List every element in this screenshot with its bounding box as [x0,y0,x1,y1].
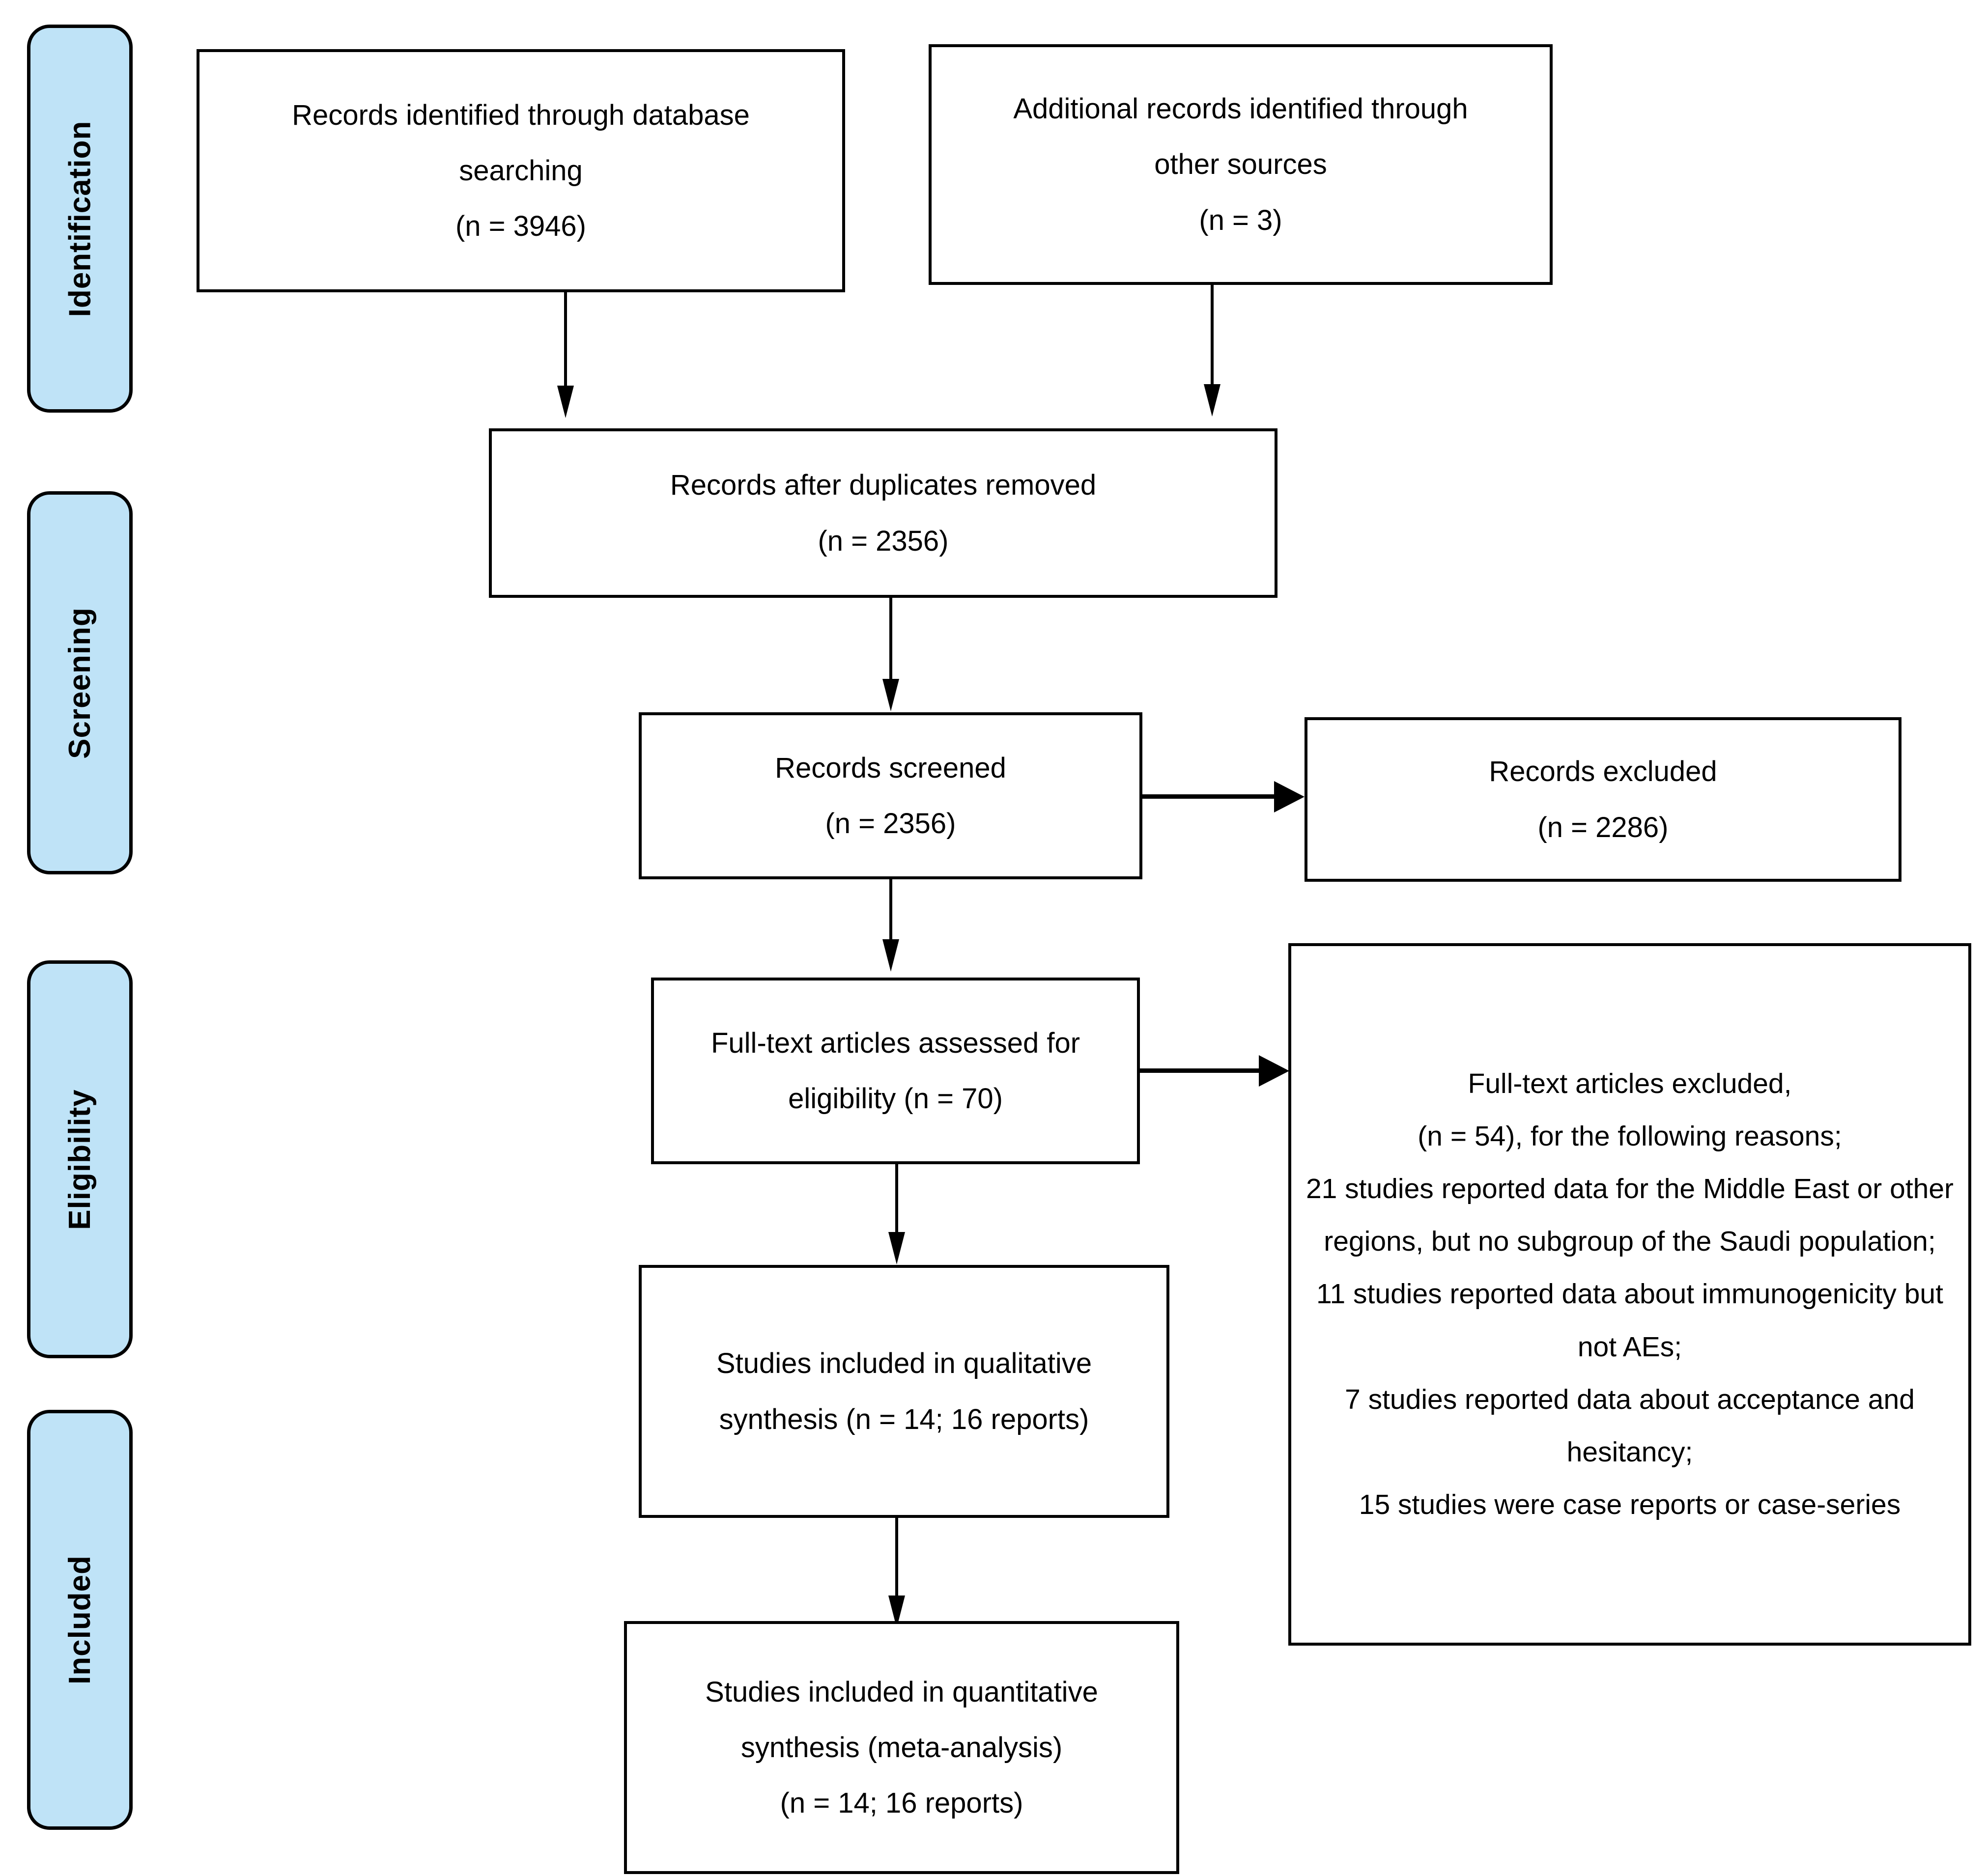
box-fulltext-excluded: Full-text articles excluded, (n = 54), f… [1288,943,1971,1646]
box-duplicates-removed: Records after duplicates removed (n = 23… [489,428,1277,598]
box-records-excluded: Records excluded (n = 2286) [1305,717,1901,882]
database-records-count: (n = 3946) [455,210,586,243]
box-qualitative-synthesis: Studies included in qualitative synthesi… [639,1265,1169,1518]
stage-pill-eligibility: Eligibility [27,960,133,1358]
stage-label-eligibility: Eligibility [63,1089,97,1230]
connector-qualitative-to-quantitative [895,1518,898,1599]
connector-fulltext-to-excluded [1140,1068,1260,1073]
stage-label-screening: Screening [63,607,97,759]
stage-pill-screening: Screening [27,491,133,874]
arrowhead-duplicates-to-screened [882,679,899,711]
box-other-source-records: Additional records identified through ot… [929,44,1553,285]
duplicates-removed-count: (n = 2356) [818,525,949,557]
arrowhead-database-to-duplicates [557,386,574,418]
arrowhead-fulltext-to-qualitative [888,1232,905,1264]
box-fulltext-assessed: Full-text articles assessed for eligibil… [651,978,1140,1164]
stage-pill-identification: Identification [27,25,133,413]
connector-screened-to-excluded [1142,794,1275,799]
connector-screened-to-fulltext [889,879,892,943]
other-records-line2: other sources [1154,148,1327,181]
arrowhead-screened-to-fulltext [882,939,899,972]
box-records-screened: Records screened (n = 2356) [639,712,1142,879]
stage-label-included: Included [63,1555,97,1684]
fulltext-excluded-line1: Full-text articles excluded, [1468,1067,1792,1099]
database-records-line2: searching [459,154,583,187]
fulltext-assessed-line2: eligibility (n = 70) [788,1083,1003,1115]
fulltext-excluded-reason-1: 21 studies reported data for the Middle … [1305,1173,1954,1258]
arrowhead-fulltext-to-excluded [1259,1055,1289,1087]
other-records-line1: Additional records identified through [1013,93,1468,125]
box-database-records: Records identified through database sear… [197,49,845,292]
fulltext-excluded-reason-4: 15 studies were case reports or case-ser… [1359,1489,1901,1521]
stage-pill-included: Included [27,1410,133,1830]
qualitative-synthesis-line1: Studies included in qualitative [716,1347,1092,1380]
stage-label-identification: Identification [63,120,97,317]
fulltext-excluded-reason-2: 11 studies reported data about immunogen… [1316,1278,1943,1363]
connector-duplicates-to-screened [889,598,892,684]
connector-fulltext-to-qualitative [895,1164,898,1235]
quantitative-synthesis-line2: synthesis (meta-analysis) [740,1731,1063,1764]
connector-database-to-duplicates [564,292,567,391]
box-quantitative-synthesis: Studies included in quantitative synthes… [624,1621,1179,1874]
arrowhead-screened-to-excluded [1274,781,1305,812]
quantitative-synthesis-line1: Studies included in quantitative [705,1676,1098,1708]
qualitative-synthesis-line2: synthesis (n = 14; 16 reports) [719,1403,1089,1435]
arrowhead-other-to-duplicates [1204,384,1220,417]
records-excluded-line1: Records excluded [1489,756,1717,788]
fulltext-assessed-line1: Full-text articles assessed for [710,1027,1080,1059]
fulltext-excluded-count: (n = 54), for the following reasons; [1418,1120,1842,1152]
fulltext-excluded-reason-3: 7 studies reported data about acceptance… [1345,1383,1915,1468]
records-excluded-count: (n = 2286) [1537,811,1669,843]
duplicates-removed-line1: Records after duplicates removed [670,469,1097,502]
database-records-line1: Records identified through database [292,99,750,131]
records-screened-count: (n = 2356) [825,808,956,840]
other-records-count: (n = 3) [1199,204,1282,236]
quantitative-synthesis-count: (n = 14; 16 reports) [780,1787,1023,1820]
connector-other-to-duplicates [1211,285,1214,389]
records-screened-line1: Records screened [775,752,1006,784]
